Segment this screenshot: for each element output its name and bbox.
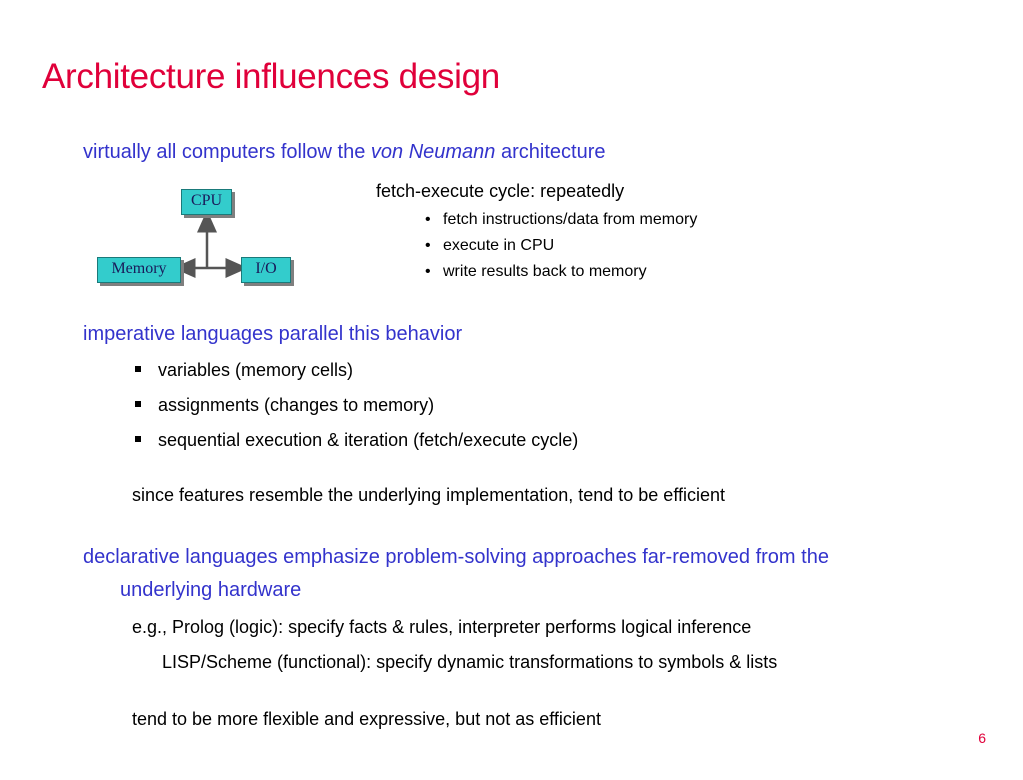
imperative-bullet: variables (memory cells) — [135, 360, 353, 381]
imperative-heading: imperative languages parallel this behav… — [83, 323, 463, 345]
declarative-heading-line1: declarative languages emphasize problem-… — [83, 546, 829, 568]
cycle-step: •write results back to memory — [425, 263, 647, 280]
diagram-connectors — [173, 210, 248, 278]
slide-title: Architecture influences design — [42, 57, 500, 96]
von-neumann-line-pre: virtually all computers follow the — [83, 141, 371, 163]
von-neumann-line-post: architecture — [495, 141, 606, 163]
cycle-step: •execute in CPU — [425, 237, 555, 254]
von-neumann-line: virtually all computers follow the von N… — [83, 141, 605, 164]
memory-box: Memory — [97, 257, 181, 283]
io-box: I/O — [241, 257, 291, 283]
cpu-box: CPU — [181, 189, 232, 215]
cycle-heading: fetch-execute cycle: repeatedly — [376, 181, 625, 201]
imperative-bullet: assignments (changes to memory) — [135, 395, 434, 416]
declarative-heading-line2: underlying hardware — [120, 579, 302, 601]
declarative-note: tend to be more flexible and expressive,… — [132, 709, 601, 729]
declarative-example-lisp: LISP/Scheme (functional): specify dynami… — [162, 652, 778, 672]
imperative-bullet: sequential execution & iteration (fetch/… — [135, 430, 578, 451]
page-number: 6 — [978, 730, 986, 746]
imperative-note: since features resemble the underlying i… — [132, 485, 726, 505]
declarative-example-prolog: e.g., Prolog (logic): specify facts & ru… — [132, 617, 752, 637]
von-neumann-emphasis: von Neumann — [370, 141, 496, 163]
cycle-step: •fetch instructions/data from memory — [425, 211, 698, 228]
